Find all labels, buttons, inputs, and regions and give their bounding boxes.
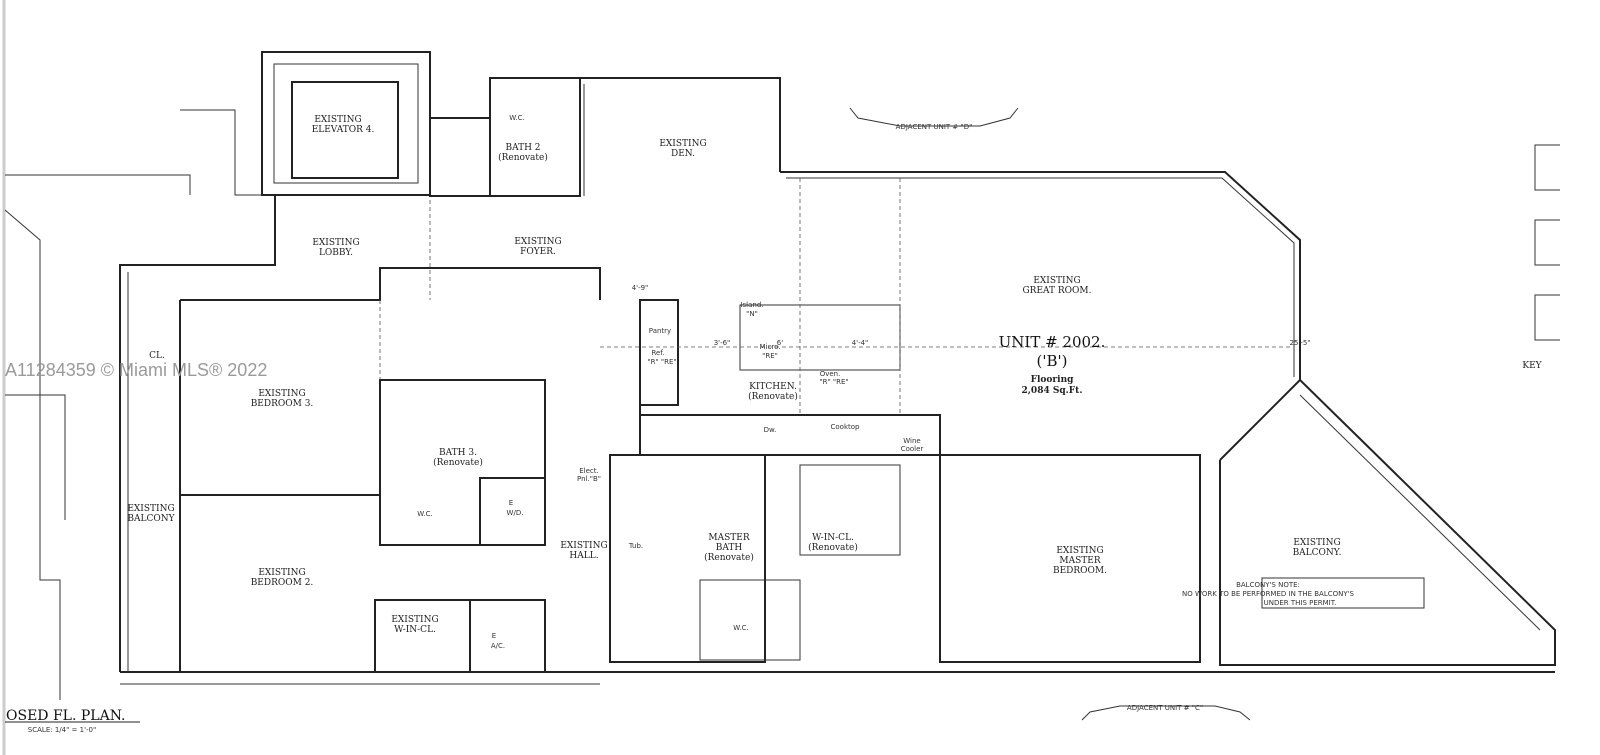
room-master-bedroom: BEDROOM. xyxy=(1053,566,1107,576)
oven-label: "R" "RE" xyxy=(819,378,848,386)
watermark: A11284359 © Miami MLS® 2022 xyxy=(5,360,267,380)
wd-label: W/D. xyxy=(507,509,524,517)
dimension-label: 4'-4" xyxy=(852,339,869,347)
room-lobby: EXISTING xyxy=(312,238,359,248)
ref-label: Ref. xyxy=(651,349,664,357)
electric-panel-label: Pnl."B" xyxy=(577,475,601,483)
room-great-room: GREAT ROOM. xyxy=(1022,286,1091,296)
room-master-bath: MASTER xyxy=(708,533,749,543)
tub-label: Tub. xyxy=(628,542,643,550)
ref-label: "R" "RE" xyxy=(647,358,676,366)
room-balcony-left: EXISTING xyxy=(127,504,174,514)
room-master-bedroom: EXISTING xyxy=(1056,546,1103,556)
adjacent-unit-d: ADJACENT UNIT # "D" xyxy=(896,123,973,131)
wine-cooler-label: Cooler xyxy=(901,445,924,453)
island-label: "N" xyxy=(746,310,758,318)
plan-scale: SCALE: 1/4" = 1'-0" xyxy=(28,726,96,734)
adjacent-unit-c: ADJACENT UNIT # "C" xyxy=(1127,704,1203,712)
ac-label: E xyxy=(492,632,496,640)
room-den: EXISTING xyxy=(659,139,706,149)
dimension-label: 3'-6" xyxy=(714,339,731,347)
room-closet: CL. xyxy=(149,351,165,361)
oven-label: Oven. xyxy=(820,370,841,378)
room-hall: HALL. xyxy=(569,551,598,561)
room-master-bedroom: MASTER xyxy=(1059,556,1100,566)
room-bath2: BATH 2 xyxy=(505,143,540,153)
dishwasher-label: Dw. xyxy=(764,426,777,434)
balcony-note-line: NO WORK TO BE PERFORMED IN THE BALCONY'S xyxy=(1182,590,1355,598)
labels: A11284359 © Miami MLS® 2022 UNIT # 2002.… xyxy=(5,114,1543,734)
room-foyer: FOYER. xyxy=(520,247,556,257)
room-balcony-right: EXISTING xyxy=(1293,538,1340,548)
micro-label: "RE" xyxy=(762,352,778,360)
dimension-label: 6' xyxy=(777,339,783,347)
unit-number: UNIT # 2002. xyxy=(999,333,1106,351)
balcony-note-title: BALCONY'S NOTE: xyxy=(1236,581,1300,589)
room-bath2: (Renovate) xyxy=(498,152,548,163)
room-walk-in-master: (Renovate) xyxy=(808,542,858,553)
electric-panel-label: Elect. xyxy=(579,467,599,475)
wd-label: E xyxy=(509,499,513,507)
dimension-label: 25'-5" xyxy=(1289,339,1310,347)
room-kitchen: KITCHEN. xyxy=(749,382,797,392)
flooring-label: Flooring xyxy=(1031,375,1075,385)
cooktop-label: Cooktop xyxy=(831,423,861,431)
flooring-area: 2,084 Sq.Ft. xyxy=(1022,386,1083,396)
plan-title: OSED FL. PLAN. xyxy=(6,708,126,724)
room-walk-in: W-IN-CL. xyxy=(394,625,436,635)
walls xyxy=(4,51,1560,721)
balcony-note-box xyxy=(1261,577,1425,609)
balcony-note-line: UNDER THIS PERMIT. xyxy=(1264,599,1337,607)
room-master-bath: (Renovate) xyxy=(704,552,754,563)
island-label: Island. xyxy=(740,301,763,309)
room-den: DEN. xyxy=(671,149,695,159)
room-great-room: EXISTING xyxy=(1033,276,1080,286)
room-balcony-right: BALCONY. xyxy=(1293,548,1342,558)
micro-label: Micro. xyxy=(760,343,781,351)
dimension-label: 4'-9" xyxy=(632,284,649,292)
room-lobby: LOBBY. xyxy=(319,248,353,258)
ac-label: A/C. xyxy=(491,642,505,650)
wine-cooler-label: Wine xyxy=(903,437,920,445)
room-bedroom2: BEDROOM 2. xyxy=(251,578,314,588)
room-kitchen: (Renovate) xyxy=(748,391,798,402)
room-foyer: EXISTING xyxy=(514,237,561,247)
room-bedroom3: EXISTING xyxy=(258,389,305,399)
wc-label: W.C. xyxy=(417,510,432,518)
room-elevator: ELEVATOR 4. xyxy=(312,125,375,135)
room-walk-in-master: W-IN-CL. xyxy=(812,533,854,543)
room-bath3: (Renovate) xyxy=(433,457,483,468)
room-bedroom2: EXISTING xyxy=(258,568,305,578)
room-elevator: EXISTING xyxy=(314,115,361,125)
room-hall: EXISTING xyxy=(560,541,607,551)
pantry-label: Pantry xyxy=(649,327,671,335)
unit-type: ('B') xyxy=(1037,352,1068,370)
room-walk-in: EXISTING xyxy=(391,615,438,625)
room-balcony-left: BALCONY xyxy=(127,514,175,524)
wc-label: W.C. xyxy=(733,624,748,632)
wc-label: W.C. xyxy=(509,114,524,122)
room-bath3: BATH 3. xyxy=(439,448,477,458)
room-bedroom3: BEDROOM 3. xyxy=(251,399,314,409)
key-label: KEY xyxy=(1522,361,1542,371)
room-master-bath: BATH xyxy=(716,543,743,553)
